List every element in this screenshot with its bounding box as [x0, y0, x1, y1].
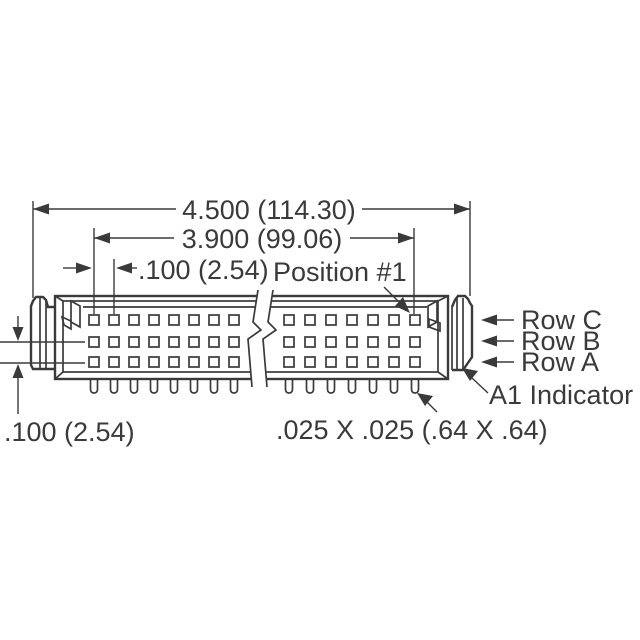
row-a-arrow-icon [481, 356, 497, 368]
position1-callout: Position #1 [273, 257, 410, 313]
row-pitch-arrow-down-icon [12, 327, 24, 341]
break-lines [247, 289, 278, 388]
dimension-overall: 4.500 (114.30) [32, 195, 471, 298]
position1-label: Position #1 [273, 257, 407, 287]
row-pitch-arrow-up-icon [12, 364, 24, 378]
pin-grid [88, 314, 421, 368]
dim-arrow-left-icon [94, 232, 110, 244]
dim-pin-pitch-label: .100 (2.54) [138, 255, 269, 285]
pitch-arrow-left-icon [116, 262, 132, 274]
a1-indicator-callout: A1 Indicator [462, 368, 633, 410]
dim-arrow-left-icon [33, 203, 49, 215]
dim-tail-size-label: .025 X .025 (.64 X .64) [276, 415, 548, 445]
right-polarization-ear [450, 294, 474, 372]
dim-arrow-right-icon [454, 203, 470, 215]
keying-flap-right [427, 299, 441, 333]
dim-overall-label: 4.500 (114.30) [182, 195, 356, 225]
keying-flap-left [60, 299, 81, 331]
row-b-arrow-icon [481, 335, 497, 347]
dimension-pin-pitch: .100 (2.54) [63, 255, 269, 314]
left-polarization-ear [29, 295, 55, 371]
row-a-label: Row A [521, 347, 599, 377]
row-c-label: Row C [521, 305, 602, 335]
dimension-pin-span: 3.900 (99.06) [93, 224, 415, 314]
row-c-arrow-icon [481, 314, 497, 326]
row-callouts: Row C Row B Row A [481, 305, 602, 377]
solder-tails [89, 380, 420, 394]
dim-pin-span-label: 3.900 (99.06) [182, 224, 343, 254]
dimension-row-pitch: .100 (2.54) [0, 316, 135, 447]
a1-indicator-label: A1 Indicator [489, 380, 633, 410]
position1-arrow-icon [395, 297, 410, 313]
tail-size-arrow-icon [417, 393, 433, 406]
pitch-arrow-right-icon [76, 262, 92, 274]
a1-arrow-icon [462, 368, 478, 381]
row-b-label: Row B [521, 326, 601, 356]
dim-arrow-right-icon [398, 232, 414, 244]
dimension-tail-size: .025 X .025 (.64 X .64) [276, 393, 548, 445]
dim-row-pitch-label: .100 (2.54) [4, 417, 135, 447]
